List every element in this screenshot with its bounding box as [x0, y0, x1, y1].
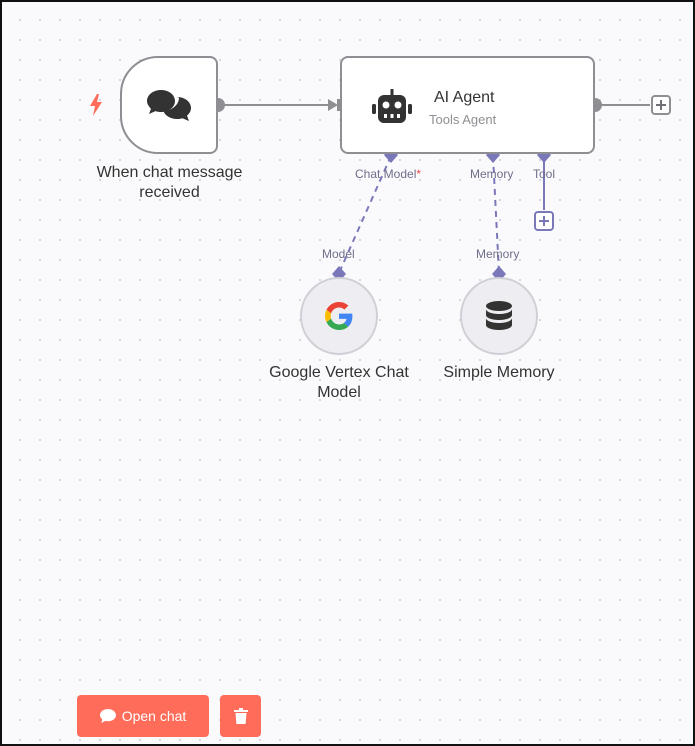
trash-icon [233, 708, 248, 724]
required-marker: * [416, 167, 422, 181]
robot-icon [372, 89, 412, 123]
chat-model-port-label: Chat Model* [355, 167, 421, 181]
add-node-button[interactable] [651, 95, 671, 115]
chat-trigger-node[interactable] [120, 56, 218, 154]
plus-icon [656, 100, 666, 110]
delete-button[interactable] [220, 695, 261, 737]
open-chat-label: Open chat [121, 708, 187, 724]
database-icon [486, 301, 512, 330]
memory-connection[interactable] [492, 155, 500, 274]
trigger-bolt-icon [90, 94, 102, 116]
agent-subtitle: Tools Agent [429, 112, 497, 127]
connection-arrowhead [328, 99, 338, 111]
chat-bubbles-icon [147, 90, 191, 121]
add-tool-button[interactable] [534, 211, 554, 231]
google-logo [325, 302, 353, 330]
ai-agent-node[interactable]: AI Agent Tools Agent [340, 56, 595, 154]
chat-model-port-text: Chat Model [355, 167, 417, 181]
model-input-label: Model [322, 247, 355, 261]
trigger-node-label: When chat message received [96, 164, 243, 201]
chat-icon [99, 709, 116, 723]
simple-memory-node[interactable] [460, 277, 538, 355]
memory-port-label: Memory [470, 167, 514, 181]
google-vertex-node[interactable] [300, 277, 378, 355]
memory-node-label: Simple Memory [443, 364, 555, 381]
tool-port-label: Tool [533, 167, 556, 181]
plus-icon [539, 216, 549, 226]
agent-title: AI Agent [434, 89, 495, 106]
vertex-node-label: Google Vertex Chat Model [269, 364, 409, 401]
memory-input-label: Memory [476, 247, 520, 261]
open-chat-button[interactable]: Open chat [77, 695, 209, 737]
